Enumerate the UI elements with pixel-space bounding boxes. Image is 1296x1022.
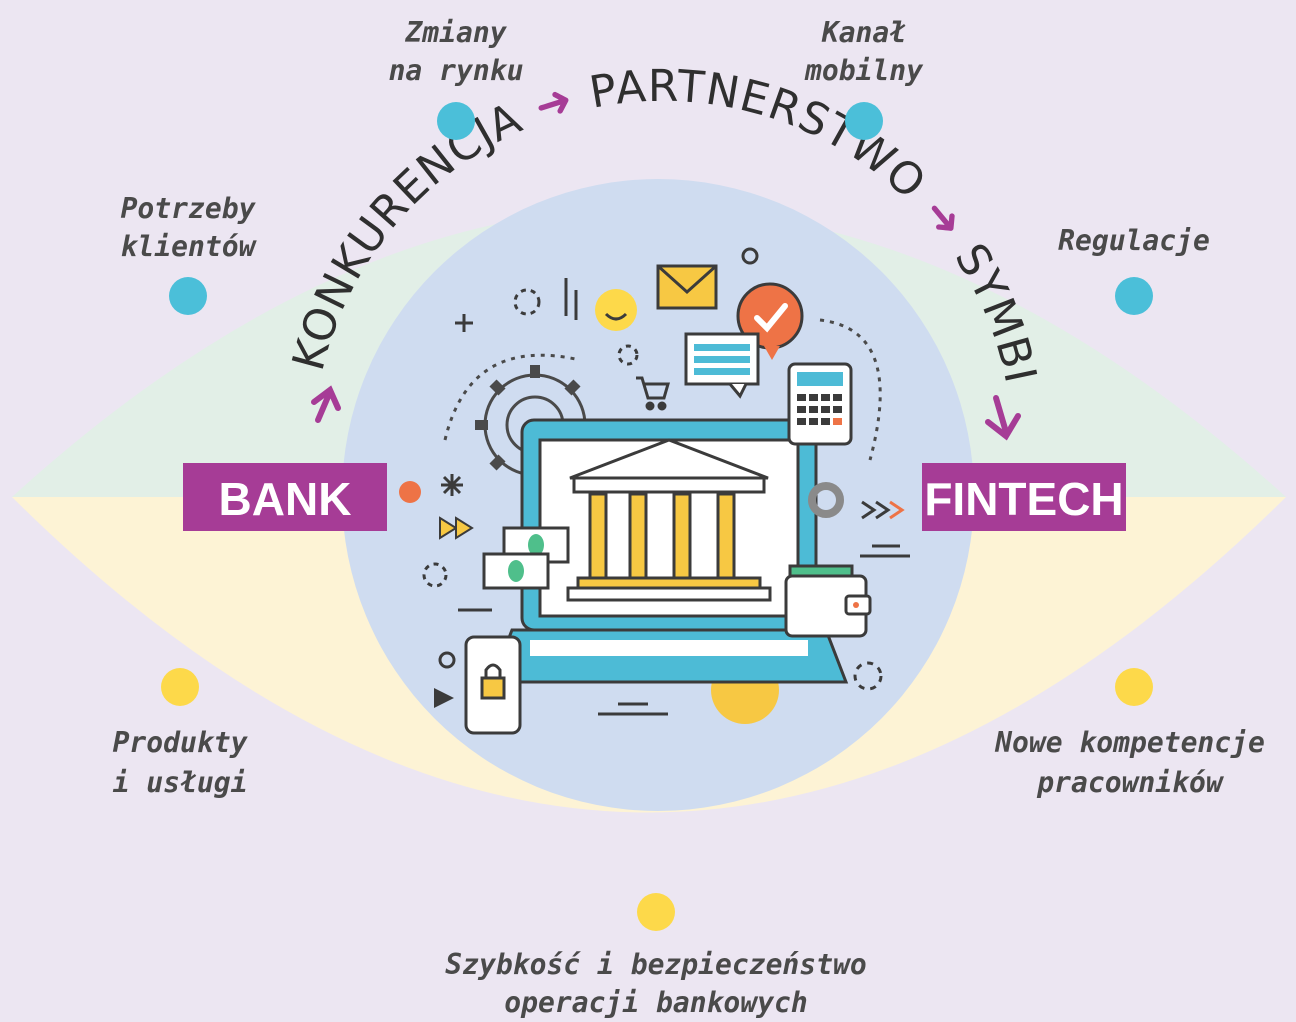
dashed-arc-right [819,318,882,461]
check-badge-icon [736,282,804,360]
factor-label-kompetencje-1: Nowe kompetencje [994,726,1265,759]
factor-label-produkty-1: Produkty [113,726,249,759]
dashed-ring-icon-4 [853,661,883,691]
factor-label-zmiany-2: na rynku [389,54,524,87]
envelope-icon [656,264,718,310]
dashed-arc-left [443,353,581,441]
factor-label-kanal-2: mobilny [804,54,924,87]
calculator-icon [787,362,853,446]
wallet-icon [784,564,872,638]
factor-label-potrzeby-1: Potrzeby [121,192,257,225]
factor-label-kanal-1: Kanał [821,16,906,49]
chevrons-right-icon [861,500,905,520]
factor-dot-produkty [161,668,199,706]
phone-lock-icon [464,635,522,735]
bank-icon [566,438,772,602]
chevrons-left-icon [439,516,474,540]
bank-box [183,463,387,531]
money-icon [482,526,570,590]
fintech-label: FINTECH [924,473,1123,525]
factor-label-kompetencje-2: pracowników [1036,766,1225,799]
factor-label-regulacje: Regulacje [1058,224,1210,257]
factor-dot-kompetencje [1115,668,1153,706]
factor-dot-szybkosc [637,893,675,931]
orange-dot-icon [399,481,421,503]
chat-bubble-icon [684,332,760,399]
dashed-ring-icon-3 [422,562,448,588]
play-icon [434,688,454,708]
asterisk-icon [441,474,463,496]
small-gear-icon [808,482,844,518]
small-ring-icon [741,247,759,265]
factor-label-potrzeby-2: klientów [121,230,258,263]
bars-icon [564,278,578,320]
factor-label-szybkosc-2: operacji bankowych [504,986,807,1019]
shopping-cart-icon [636,376,670,411]
small-ring-icon-2 [438,651,456,669]
dashed-ring-icon-2 [617,344,639,366]
lines-icon [458,544,910,716]
fintech-box [922,463,1126,531]
factor-label-zmiany-1: Zmiany [404,16,507,49]
dashed-ring-icon [513,288,541,316]
factor-dot-regulacje [1115,277,1153,315]
end-arrow-icon [985,395,1021,441]
factor-dot-zmiany [437,102,475,140]
bank-label: BANK [219,473,352,525]
smiley-icon [595,289,637,331]
sparkle-icon [455,314,473,332]
factor-label-produkty-2: i usługi [113,766,248,799]
factor-label-szybkosc-1: Szybkość i bezpieczeństwo [445,948,866,981]
factor-dot-potrzeby [169,277,207,315]
factor-dot-kanal [845,102,883,140]
start-arrow-icon [311,385,341,423]
